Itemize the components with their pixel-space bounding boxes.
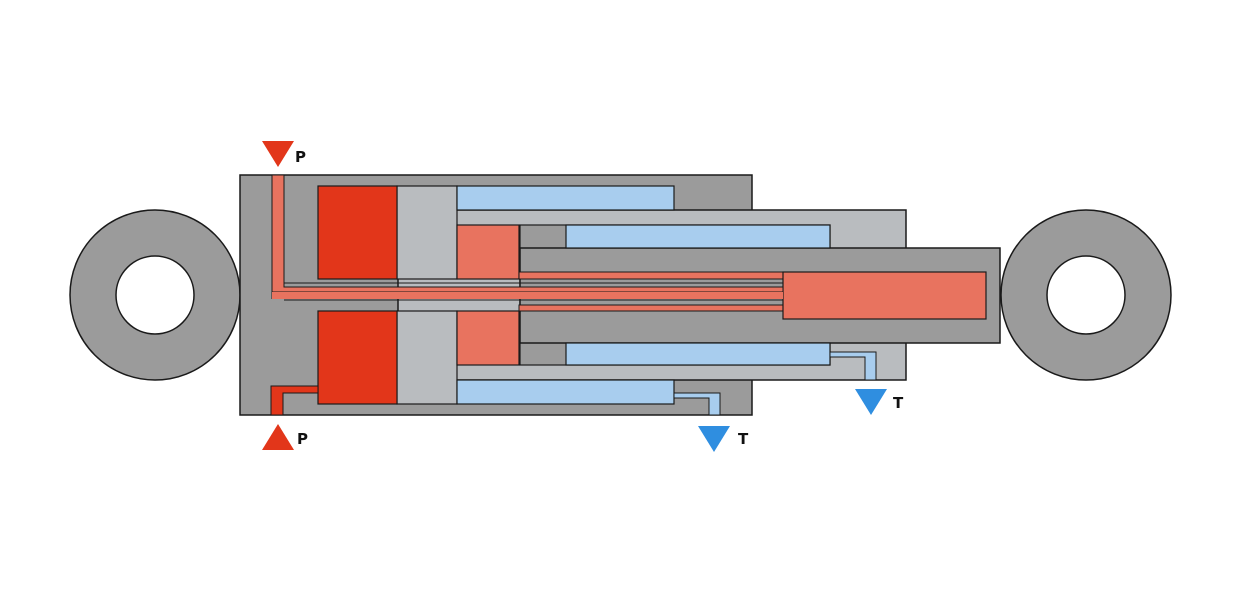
return-chamber-outer-top bbox=[456, 185, 675, 211]
rod-bore bbox=[782, 271, 987, 320]
pressure-chamber-bottom bbox=[317, 310, 398, 405]
rod-channel-upper bbox=[518, 271, 784, 280]
right-mounting-eye bbox=[1000, 209, 1172, 381]
stage-2-chamber-top bbox=[456, 224, 520, 280]
pressure-chamber-top bbox=[317, 185, 398, 280]
rod-channel-lower bbox=[518, 304, 784, 312]
tank-line-outer bbox=[829, 351, 877, 381]
pressure-label-bottom: P bbox=[297, 430, 308, 448]
pressure-label-top: P bbox=[295, 148, 306, 166]
pressure-line-bottom bbox=[270, 385, 319, 416]
return-chamber-inner-bottom bbox=[565, 342, 831, 366]
return-chamber-inner-top bbox=[565, 224, 831, 249]
tank-arrow-inner bbox=[698, 426, 730, 452]
stage-1-piston-bottom bbox=[396, 310, 458, 405]
left-mounting-eye bbox=[69, 209, 241, 381]
return-chamber-outer-bottom bbox=[456, 379, 675, 405]
stage-1-piston-top bbox=[396, 185, 458, 280]
tank-label-outer: T bbox=[893, 394, 904, 412]
tank-label-inner: T bbox=[738, 430, 749, 448]
pressure-arrow-top bbox=[262, 141, 294, 167]
stage-2-chamber-bottom bbox=[456, 310, 520, 366]
tank-line-inner bbox=[673, 392, 721, 416]
pressure-arrow-bottom bbox=[262, 424, 294, 450]
tank-arrow-outer bbox=[855, 389, 887, 415]
